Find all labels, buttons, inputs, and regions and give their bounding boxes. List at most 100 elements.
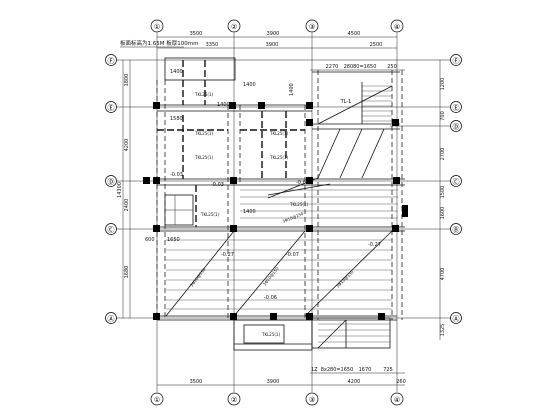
slab-label-4: TKL25(1): [269, 131, 288, 136]
axis-label-left-C: Ⓒ: [108, 226, 115, 234]
axis-label-left-D: Ⓓ: [108, 178, 115, 186]
dim-top-6: 2500: [370, 42, 383, 48]
dim-stair-3: 1670: [359, 367, 372, 373]
axis-label-bottom-3: ③: [309, 396, 315, 404]
rebar-1: 3Φ10@150: [189, 267, 207, 288]
small-room: [164, 194, 285, 344]
walls: [156, 57, 405, 351]
dim-left-total: 14300: [117, 182, 123, 198]
beam-label-2: 1580: [170, 116, 183, 122]
stair-top: TL-1: [317, 82, 393, 125]
axis-label-top-4: ④: [394, 23, 400, 31]
left-dimensions: 1800 4200 2400 1680 14300: [117, 60, 131, 318]
dim-bottom-3: 4200: [348, 379, 361, 385]
dim-top-2: 3900: [267, 31, 280, 37]
beams: [157, 60, 305, 227]
top-stair-dimension: 2270 28080=1650 250: [310, 64, 405, 71]
axis-grid: [110, 33, 456, 392]
level-2: -0.03: [211, 182, 224, 188]
beam-label-4: 1400: [243, 209, 256, 215]
level-3: -0.03: [296, 180, 309, 186]
axis-label-left-F: Ⓕ: [108, 57, 115, 65]
dim-stair-top-1: 2270: [326, 64, 339, 70]
level-5: -0.07: [286, 252, 299, 258]
axis-label-left-E: Ⓔ: [108, 104, 115, 112]
axis-label-left-A: Ⓐ: [108, 315, 115, 323]
level-6: -0.27: [368, 242, 381, 248]
dim-stair-top-3: 250: [387, 64, 397, 70]
axis-label-right-C: Ⓒ: [453, 178, 460, 186]
dim-top-1: 3500: [190, 31, 203, 37]
rebar-notes: 3Φ10@150 3Φ10@150 3Φ10@150 3Φ10@150: [189, 211, 355, 289]
axis-bubbles-bottom: ① ② ③ ④: [150, 392, 404, 406]
plan-note: 板面标高为1.65M 板厚100mm: [120, 39, 198, 47]
axis-label-bottom-1: ①: [154, 396, 160, 404]
dim-right-4: 1500: [440, 186, 446, 199]
axis-label-top-2: ②: [231, 23, 237, 31]
stair-label: TL-1: [340, 99, 352, 105]
axis-label-top-3: ③: [309, 23, 315, 31]
axis-label-bottom-4: ④: [394, 396, 400, 404]
axis-label-right-D: Ⓓ: [453, 123, 460, 131]
dim-stair-1: 1Z: [311, 367, 318, 373]
slab-label-5: TKL25(1): [269, 155, 288, 160]
dim-bottom-1: 3500: [190, 379, 203, 385]
slab-hatch-lower: [166, 239, 392, 310]
slab-label-8: TKL25(1): [289, 202, 308, 207]
dim-top-4: 3350: [206, 42, 219, 48]
axis-label-top-1: ①: [154, 23, 160, 31]
columns: [143, 102, 408, 320]
axis-bubbles-right: Ⓕ Ⓔ Ⓓ Ⓒ Ⓑ Ⓐ: [450, 54, 462, 324]
dim-right-3: 2700: [440, 148, 446, 161]
beam-label-3: 1400: [289, 83, 295, 96]
dim-top-3: 4500: [348, 31, 361, 37]
beam-label-5: 1650: [167, 237, 180, 243]
slab-hatch-middle: [240, 189, 398, 219]
rebar-2: 3Φ10@150: [262, 266, 280, 287]
level-4: -0.27: [221, 252, 234, 258]
axis-label-right-B: Ⓑ: [453, 226, 460, 234]
dim-left-4: 1680: [124, 266, 130, 279]
dim-right-7: 1325: [440, 324, 446, 337]
level-7: -0.06: [264, 295, 277, 301]
top-dimensions: 3500 3900 4500 3350 3900 2500 板面标高为1.65M…: [120, 31, 397, 49]
level-1: -0.03: [170, 172, 183, 178]
dim-bottom-2: 3900: [267, 379, 280, 385]
beam-label-1: 1400: [243, 82, 256, 88]
beam-label-top-b: 1400: [170, 69, 183, 75]
axis-bubbles-top: ① ② ③ ④: [150, 19, 404, 33]
dim-bottom-4: 260: [396, 379, 406, 385]
dim-right-2: 700: [440, 111, 446, 121]
axis-label-right-E: Ⓔ: [453, 104, 460, 112]
rebar-4: 3Φ10@150: [282, 211, 305, 224]
dim-right-1: 1200: [440, 78, 446, 91]
slab-label-2: TKL25(1): [194, 131, 213, 136]
level-markers: -0.03 -0.03 -0.03 -0.27 -0.07 -0.27 -0.0…: [170, 172, 381, 301]
axis-label-right-F: Ⓕ: [453, 57, 460, 65]
stair-bottom: [317, 319, 390, 349]
slab-labels: TKL25(1) TKL25(1) TKL25(1) TKL25(1) TKL2…: [194, 92, 308, 337]
slab-label-6: TKL25(1): [200, 212, 219, 217]
axis-bubbles-left: Ⓕ Ⓔ Ⓓ Ⓒ Ⓐ: [105, 54, 117, 324]
slab-label-1: TKL25(1): [194, 92, 213, 97]
dim-right-6: 4700: [440, 268, 446, 281]
dim-left-1: 1800: [124, 74, 130, 87]
slab-label-3: TKL25(1): [194, 155, 213, 160]
beam-label-top-a: 1400: [217, 102, 230, 108]
beam-labels: 1400 1580 1400 1400 1650 600 1400 1400: [145, 69, 295, 243]
rebar-3: 3Φ10@150: [335, 269, 355, 289]
dim-stair-top-2: 28080=1650: [344, 64, 377, 70]
dim-right-5: 1600: [440, 207, 446, 220]
bottom-dimensions: 3500 3900 4200 260 1Z 8x280=1650 1670 72…: [157, 367, 406, 386]
axis-label-bottom-2: ②: [231, 396, 237, 404]
right-dimensions: 1200 700 2700 1500 1600 4700 1325: [439, 60, 446, 340]
slab-diagonals-low: [165, 230, 393, 317]
dim-stair-4: 725: [383, 367, 393, 373]
dim-left-2: 4200: [124, 139, 130, 152]
dim-left-3: 2400: [124, 199, 130, 212]
dim-top-5: 3900: [266, 42, 279, 48]
slab-label-7: TKL25(1): [261, 332, 280, 337]
dim-stair-2: 8x280=1650: [321, 367, 354, 373]
axis-label-right-A: Ⓐ: [453, 315, 460, 323]
